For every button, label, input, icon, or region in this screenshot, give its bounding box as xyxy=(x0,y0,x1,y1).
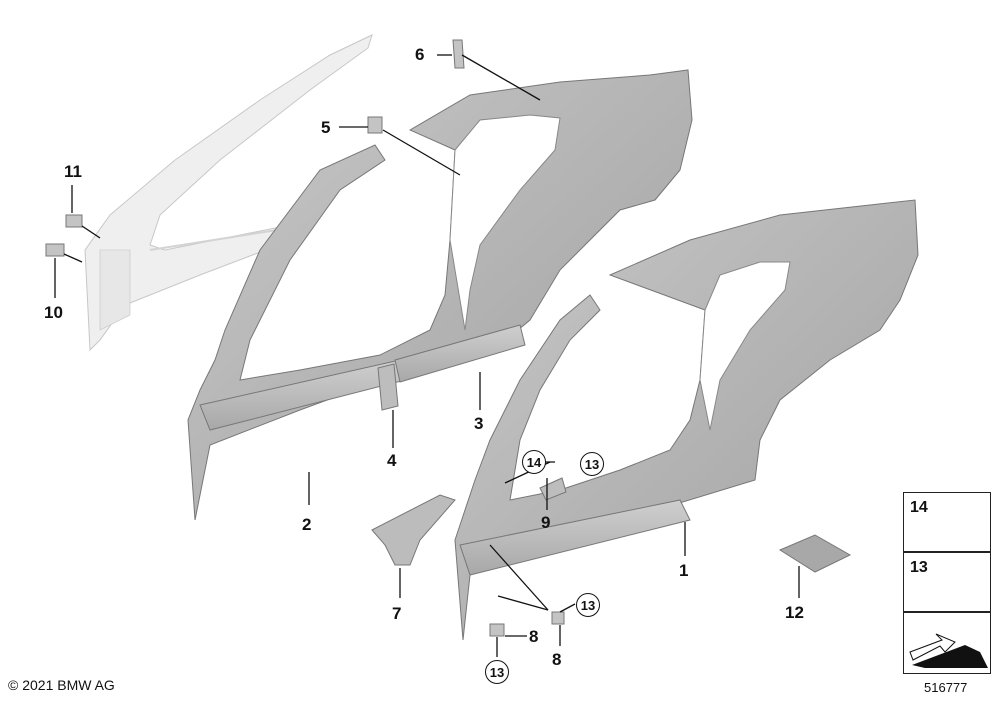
part-8-lower-clip xyxy=(489,623,505,637)
callout-5: 5 xyxy=(321,118,331,137)
callout-6: 6 xyxy=(415,45,425,64)
part-8-side-clip xyxy=(551,611,565,625)
callout-1: 1 xyxy=(679,561,689,580)
document-number: 516777 xyxy=(924,680,968,695)
part-11-clip xyxy=(65,214,83,228)
part-10-clip xyxy=(45,243,65,257)
ghost-body-frame xyxy=(84,34,373,352)
circled-13-side: 13 xyxy=(576,593,600,617)
callout-12: 12 xyxy=(785,603,804,622)
circled-13-upper: 13 xyxy=(580,452,604,476)
legend-number-14: 14 xyxy=(910,499,928,516)
direction-arrow-icon xyxy=(912,645,988,668)
circled-14: 14 xyxy=(522,450,546,474)
callout-11: 11 xyxy=(64,162,82,181)
callout-4: 4 xyxy=(387,451,397,470)
callout-9: 9 xyxy=(541,513,551,532)
callout-10: 10 xyxy=(44,303,63,322)
part-5-clip xyxy=(367,116,383,134)
part-12-pad xyxy=(778,534,852,573)
legend-box-arrow xyxy=(903,612,991,674)
part-6-clip xyxy=(452,39,465,69)
legend-box-13: 13 xyxy=(903,552,991,612)
callout-8-lower: 8 xyxy=(529,627,539,646)
callout-2: 2 xyxy=(302,515,312,534)
side-frame-assembly-upper xyxy=(187,69,693,521)
part-7-bracket xyxy=(371,494,456,566)
callout-8-side: 8 xyxy=(552,650,562,669)
callout-3: 3 xyxy=(474,414,484,433)
legend-number-13: 13 xyxy=(910,559,928,576)
circled-13-lower: 13 xyxy=(485,660,509,684)
copyright-text: © 2021 BMW AG xyxy=(8,677,115,693)
legend-box-14: 14 xyxy=(903,492,991,552)
side-frame-assembly-lower xyxy=(454,199,919,641)
callout-7: 7 xyxy=(392,604,402,623)
